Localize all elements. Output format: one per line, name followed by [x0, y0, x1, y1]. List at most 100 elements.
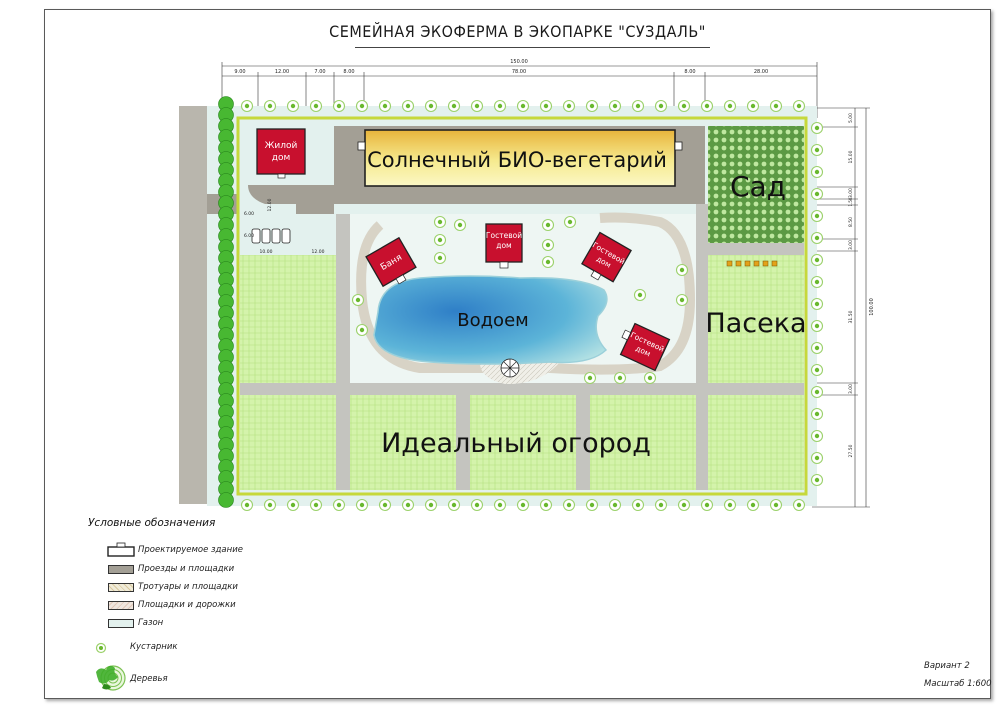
shrub-core [679, 297, 685, 303]
drawing-frame [44, 9, 991, 699]
shrub-core [814, 301, 820, 307]
guest-house-2: Гостевой дом [581, 231, 632, 283]
dim-right-8: 3.00 [848, 384, 854, 394]
shrub-core [589, 103, 595, 109]
shrub-core [750, 502, 756, 508]
shrub-core [814, 323, 820, 329]
legend-label-paths: Площадки и дорожки [138, 600, 236, 610]
greenhouse-entry-left [357, 141, 366, 151]
shrub-core [681, 103, 687, 109]
shrub-core [545, 222, 551, 228]
shrub-core [704, 502, 710, 508]
dim-parking-5: 12.00 [312, 249, 325, 255]
dim-top-6: 8.00 [684, 69, 695, 75]
vegetable-fields [240, 255, 804, 490]
dim-right-4: 1.50 [848, 197, 853, 206]
shrub-core [437, 237, 443, 243]
shrub-core [814, 367, 820, 373]
guest-house-3: Гостевой дом [619, 322, 671, 372]
shrub-core [313, 103, 319, 109]
site-boundary [236, 116, 808, 496]
house-label-2: дом [272, 153, 291, 163]
inner-shrubs [351, 215, 689, 385]
shrub-core [814, 411, 820, 417]
legend-swatch-sidewalks [108, 583, 134, 592]
apiary-label: Пасека [705, 308, 806, 339]
field-paths [240, 204, 804, 490]
shrub-core [313, 502, 319, 508]
shrub-core [566, 103, 572, 109]
shrub-core [405, 103, 411, 109]
shrub-core [647, 375, 653, 381]
legend-building-icon [107, 542, 135, 557]
dim-right-5: 8.50 [848, 217, 854, 227]
legend-label-shrub: Кустарник [130, 642, 178, 652]
legend-label-roads: Проезды и площадки [138, 564, 235, 574]
dim-right-9: 27.50 [848, 444, 854, 457]
shrub-core [679, 267, 685, 273]
shrub-core [336, 103, 342, 109]
legend-label-building: Проектируемое здание [138, 545, 243, 555]
shrub-core [814, 213, 820, 219]
shrub-core [382, 103, 388, 109]
dim-right-3: 3.00 [848, 188, 854, 198]
shrub-core [704, 103, 710, 109]
shrub-core [635, 502, 641, 508]
drawing-title: СЕМЕЙНАЯ ЭКОФЕРМА В ЭКОПАРКЕ "СУЗДАЛЬ" [329, 22, 706, 41]
dim-top-2: 12.00 [275, 69, 289, 75]
beehives [726, 260, 778, 267]
orchard-area [708, 126, 804, 243]
dim-top-7: 28.00 [754, 69, 768, 75]
legend-label-lawn: Газон [138, 618, 164, 628]
shrub-core [814, 433, 820, 439]
dim-top-4: 8.00 [343, 69, 354, 75]
shrub-core [545, 259, 551, 265]
dim-right-1: 5.00 [848, 113, 854, 123]
parking [251, 228, 291, 244]
dim-right-2: 15.00 [848, 150, 854, 163]
shrub-core [658, 103, 664, 109]
legend-label-sidewalks: Тротуары и площадки [138, 582, 238, 592]
shrub-core [814, 169, 820, 175]
shrub-core [617, 375, 623, 381]
solar-greenhouse [364, 129, 676, 187]
shrub-core [244, 502, 250, 508]
tree-icon [218, 492, 234, 508]
shrub-core [290, 502, 296, 508]
shrub-core [796, 502, 802, 508]
shrub-core [474, 502, 480, 508]
shrub-core [727, 103, 733, 109]
shrub-core [566, 502, 572, 508]
shrub-core [451, 103, 457, 109]
pond [373, 275, 608, 365]
shrub-core [520, 502, 526, 508]
legend-swatch-paths [108, 601, 134, 610]
pond-label: Водоем [457, 310, 528, 331]
external-road [179, 106, 207, 504]
shrub-core [567, 219, 573, 225]
vegetable-label: Идеальный огород [381, 428, 651, 459]
shrub-core [543, 502, 549, 508]
house-label-1: Жилой [265, 141, 298, 151]
shrub-core [589, 502, 595, 508]
shrub-core [267, 502, 273, 508]
shrub-core [587, 375, 593, 381]
shrub-core [474, 103, 480, 109]
solar-greenhouse-label: Солнечный БИО-вегетарий [367, 148, 667, 172]
shrub-core [814, 345, 820, 351]
shrub-core [382, 502, 388, 508]
shrub-core [497, 103, 503, 109]
scale-label: Масштаб 1:600 [924, 679, 992, 689]
shrub-core [405, 502, 411, 508]
shrub-core [451, 502, 457, 508]
dim-top-1: 9.00 [234, 69, 245, 75]
dim-top-3: 7.00 [314, 69, 325, 75]
gazebo-icon [500, 358, 520, 378]
shrub-core [814, 147, 820, 153]
legend-label-trees: Деревья [130, 674, 168, 684]
shrub-core [457, 222, 463, 228]
shrub-core [814, 191, 820, 197]
shrub-core [773, 502, 779, 508]
shrub-core [814, 455, 820, 461]
shrub-core [637, 292, 643, 298]
